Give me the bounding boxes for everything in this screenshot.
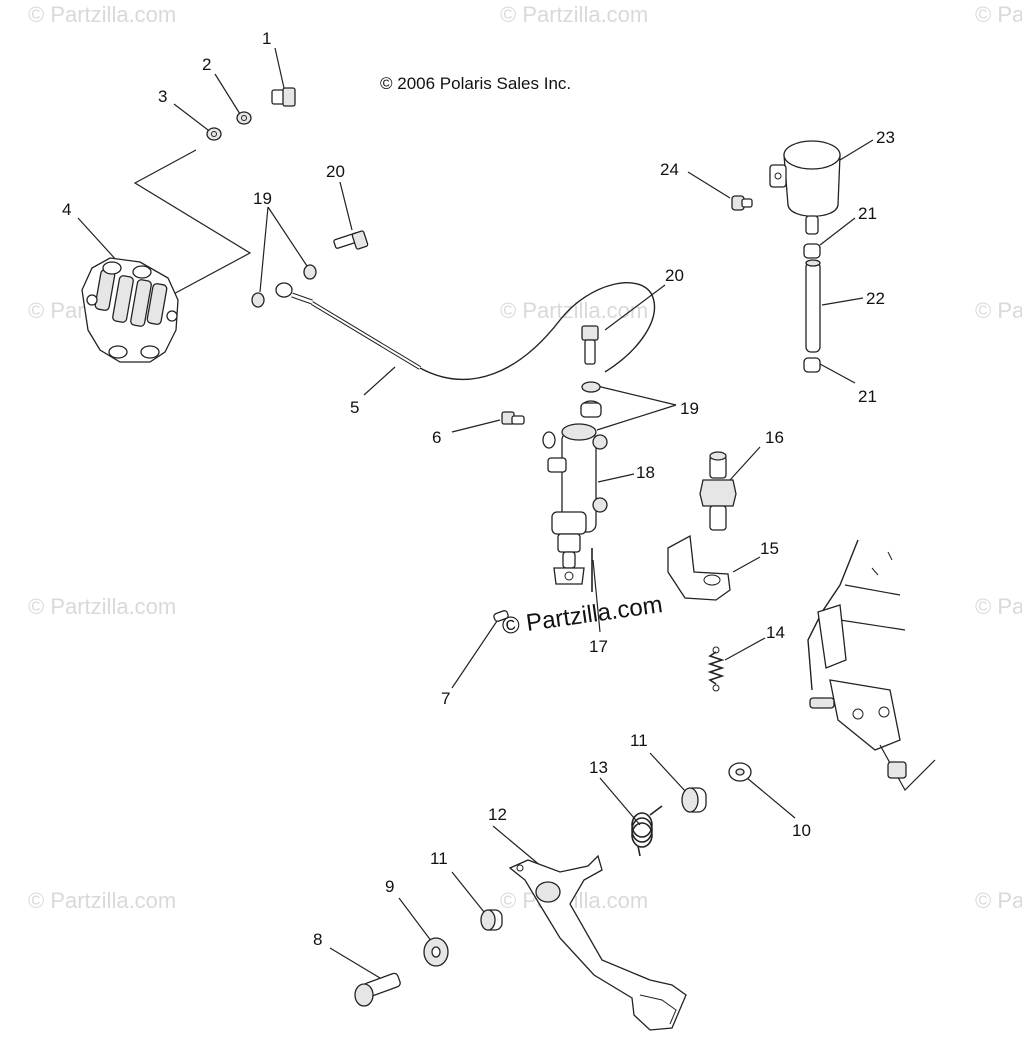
callout-label: 15 [760,539,779,558]
callout-label: 13 [589,758,608,777]
callout-label: 11 [430,849,448,868]
brake-pedal-part-12 [508,854,687,1031]
callout-label: 20 [665,266,684,285]
watermark-text: © Partzilla.com [975,594,1022,619]
callout-label: 19 [680,399,699,418]
watermark-text: © Partzilla.com [28,888,176,913]
callout-label: 5 [350,398,359,417]
callout-label: 10 [792,821,811,840]
watermark-text: © Partzilla.com [975,2,1022,27]
washer-part-19 [251,292,265,308]
hose-clamp-part-21 [803,357,821,373]
callout-labels: 1 2 3 4 5 6 7 8 9 10 11 11 12 13 14 15 1… [62,29,895,949]
bushing-part-11 [681,787,707,813]
watermark-text: © Partzilla.com [500,2,648,27]
callout-label: 24 [660,160,679,179]
banjo-fitting [580,400,602,418]
callout-label: 11 [630,731,648,750]
callout-label: 21 [858,387,877,406]
frame-mount [807,539,936,791]
watermark-text: © Partzilla.com [975,298,1022,323]
switch-bracket-part-15 [667,534,731,601]
brake-line-part-5 [275,282,656,381]
watermark-text: © Partzilla.com [28,2,176,27]
callout-label: 8 [313,930,322,949]
clevis-pin-part-7 [493,610,509,622]
callout-label: 1 [262,29,271,48]
washer-part-19 [303,264,317,280]
washer-part-2 [236,111,252,125]
brake-caliper-part-4 [81,257,179,363]
callout-label: 22 [866,289,885,308]
pivot-bolt-part-8 [354,972,401,1007]
center-watermark: © Partzilla.com [500,591,664,640]
callout-label: 17 [589,637,608,656]
washer-part-10 [728,762,752,782]
callout-label: 23 [876,128,895,147]
callout-label: 2 [202,55,211,74]
callout-label: 7 [441,689,450,708]
banjo-bolt-part-20 [333,230,369,250]
callout-label: 14 [766,623,785,642]
leader-lines [77,47,874,979]
reservoir-part-23 [769,140,841,235]
watermark-text: © Partzilla.com [975,888,1022,913]
callout-label: 18 [636,463,655,482]
bolt-part-1 [271,87,296,107]
brake-switch-part-16 [699,451,737,531]
hose-clamp-part-21 [803,243,821,259]
master-cylinder-part-18 [542,423,608,585]
reservoir-hose-part-22 [805,259,821,353]
callout-label: 16 [765,428,784,447]
callout-label: 20 [326,162,345,181]
callout-label: 4 [62,200,71,219]
callout-label: 12 [488,805,507,824]
callout-label: 3 [158,87,167,106]
washer-part-19 [581,381,601,393]
callout-label: 21 [858,204,877,223]
bushing-part-11 [480,909,503,931]
washer-part-3 [206,127,222,141]
callout-label: 19 [253,189,272,208]
watermark-text: © Partzilla.com [28,594,176,619]
torsion-spring-part-13 [631,805,663,857]
copyright-text: © 2006 Polaris Sales Inc. [380,74,571,93]
callout-label: 9 [385,877,394,896]
callout-label: 6 [432,428,441,447]
washer-part-9 [423,937,449,967]
background-watermarks: © Partzilla.com © Partzilla.com © Partzi… [28,2,1022,913]
watermark-text: © Partzilla.com [500,298,648,323]
return-spring-part-14 [707,646,725,692]
bleeder-screw-part-6 [501,411,525,425]
screw-part-24 [731,195,753,211]
banjo-bolt-part-20 [581,325,599,365]
